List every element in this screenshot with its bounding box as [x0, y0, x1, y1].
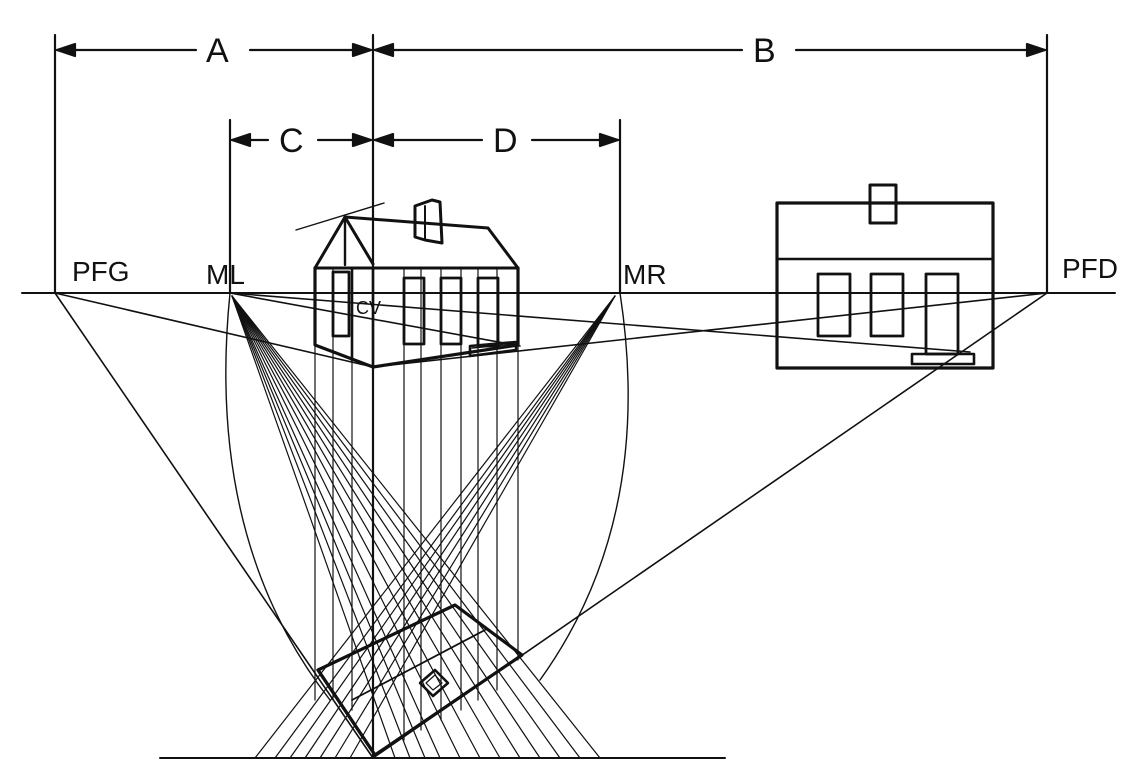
elevation-house: [775, 183, 995, 370]
label-a: A: [206, 32, 229, 70]
label-d: D: [493, 122, 518, 160]
dimension-d: [373, 132, 620, 148]
dimension-a: [55, 42, 373, 58]
measuring-arcs: [225, 292, 629, 701]
label-ml: ML: [206, 259, 245, 290]
perspective-house: [295, 198, 520, 369]
labels: A B C D PFG ML MR PFD CV: [72, 32, 1118, 318]
dimension-c: [230, 132, 373, 148]
measuring-rays-ml: [231, 295, 601, 759]
label-pfd: PFD: [1062, 253, 1118, 284]
floor-plan: [316, 603, 524, 757]
chimney-plan: [418, 668, 450, 698]
vanishing-lines: [54, 292, 1048, 759]
dimension-lines: [53, 33, 1049, 760]
label-c: C: [279, 122, 304, 160]
label-b: B: [753, 32, 776, 70]
label-pfg: PFG: [72, 256, 130, 287]
dimension-b: [373, 42, 1047, 58]
label-mr: MR: [623, 259, 667, 290]
label-cv: CV: [356, 298, 381, 318]
